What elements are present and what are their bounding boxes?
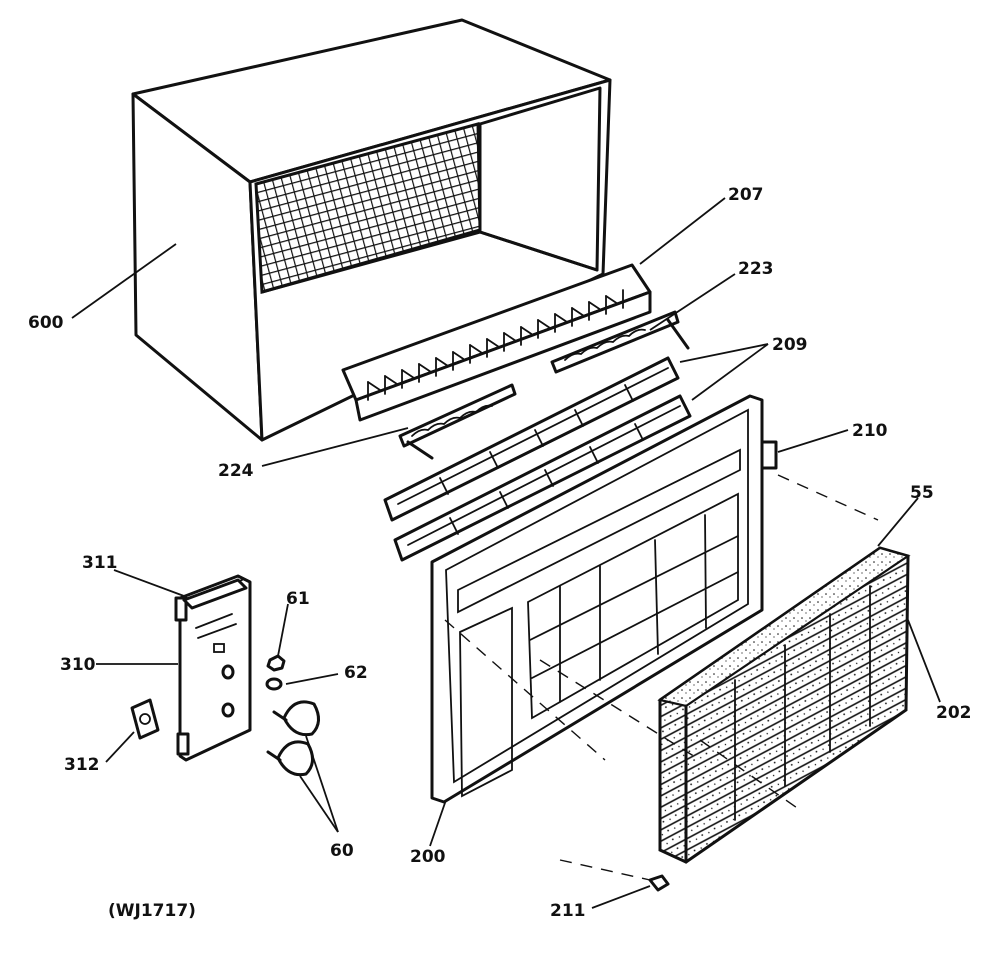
- louver-linkage-224: [398, 383, 517, 460]
- label-61: 61: [286, 589, 310, 609]
- label-600: 600: [28, 313, 64, 333]
- control-knobs: [266, 700, 320, 777]
- panel-label-strip: [182, 578, 248, 610]
- drawing-code: (WJ1717): [108, 901, 196, 921]
- label-210: 210: [852, 421, 888, 441]
- leader-lines: [71, 197, 941, 909]
- nut-61: [266, 654, 286, 672]
- alignment-lines: [444, 474, 879, 881]
- label-207: 207: [728, 185, 764, 205]
- cabinet-wrapper: [131, 18, 612, 442]
- label-200: 200: [410, 847, 446, 867]
- control-panel: [174, 574, 252, 762]
- louver-linkage-223: [550, 310, 690, 374]
- label-224: 224: [218, 461, 254, 481]
- label-60: 60: [330, 841, 354, 861]
- label-55: 55: [910, 483, 934, 503]
- label-312: 312: [64, 755, 100, 775]
- clip-211: [648, 874, 670, 892]
- label-209: 209: [772, 335, 808, 355]
- vane-strips: [383, 356, 692, 562]
- label-310: 310: [60, 655, 96, 675]
- label-223: 223: [738, 259, 774, 279]
- front-grille: [657, 546, 911, 864]
- washer-62: [265, 677, 283, 691]
- label-311: 311: [82, 553, 118, 573]
- front-frame: [430, 394, 778, 804]
- label-202: 202: [936, 703, 972, 723]
- louver-assembly: [341, 263, 652, 422]
- switch-312: [130, 698, 160, 740]
- label-211: 211: [550, 901, 586, 921]
- label-62: 62: [344, 663, 368, 683]
